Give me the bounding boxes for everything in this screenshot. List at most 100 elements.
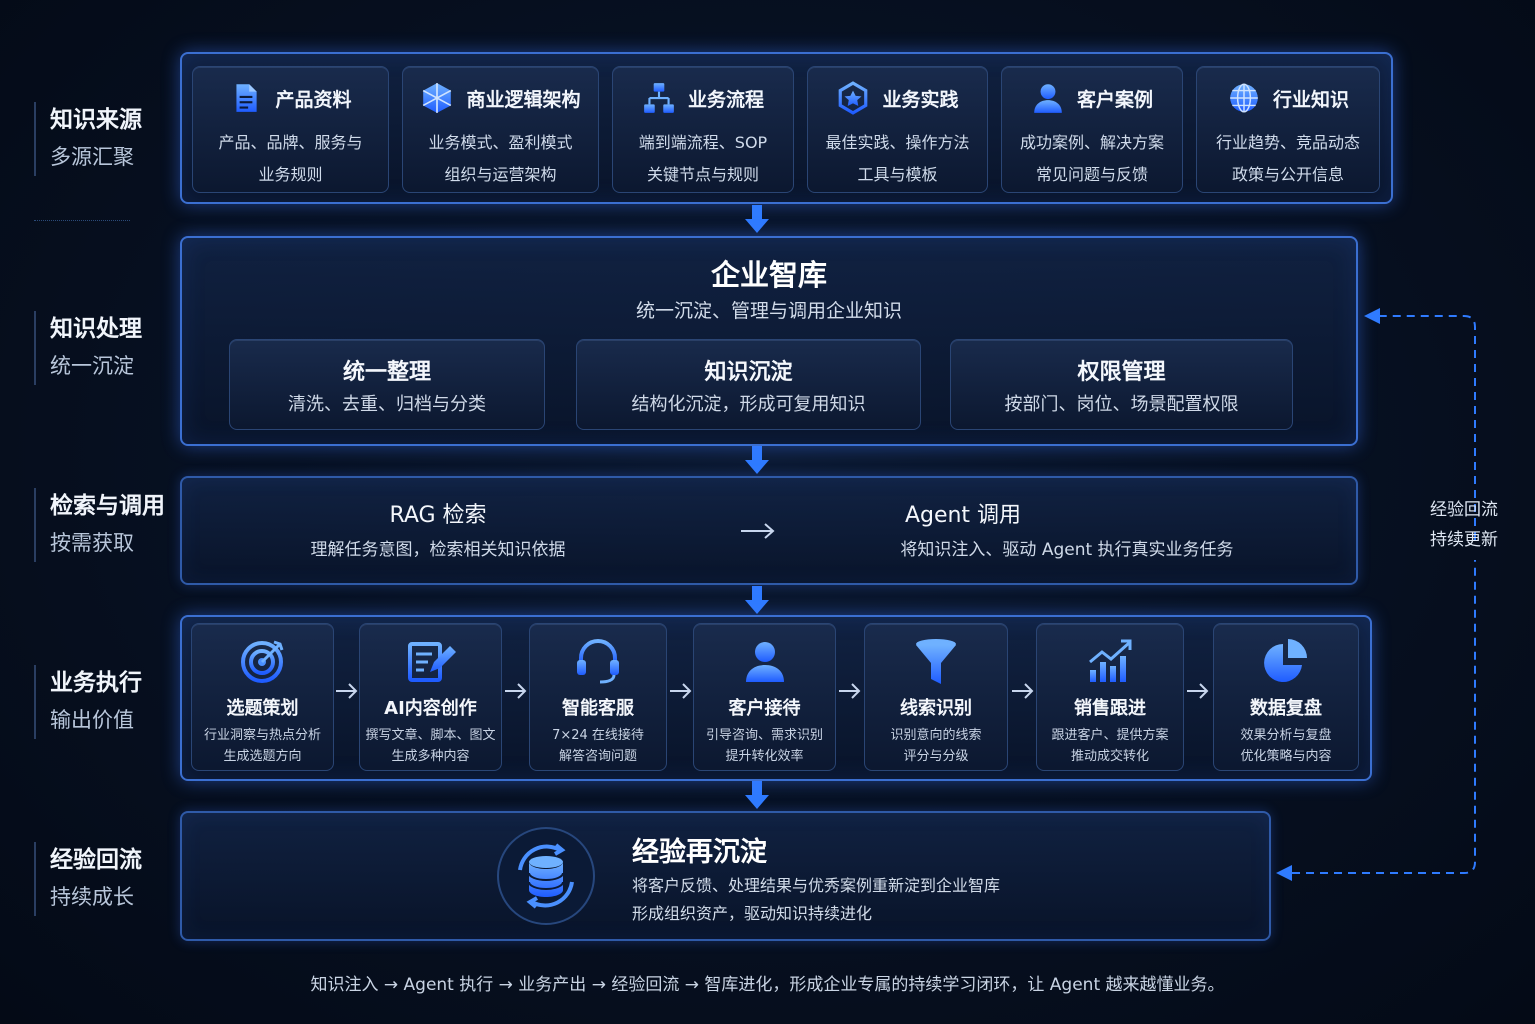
business-title: 数据复盘 xyxy=(1250,698,1322,719)
source-line: 工具与模板 xyxy=(857,165,938,184)
source-card-practice[interactable]: 业务实践 最佳实践、操作方法 工具与模板 xyxy=(807,66,988,193)
sidebar-execute-subtitle: 输出价值 xyxy=(50,708,134,732)
source-card-cases[interactable]: 客户案例 成功案例、解决方案 常见问题与反馈 xyxy=(1001,66,1183,193)
source-title: 业务实践 xyxy=(882,88,959,111)
arrow-right-icon xyxy=(740,522,776,540)
sidebar-feedback: 经验回流 持续成长 xyxy=(34,842,142,916)
business-title: 选题策划 xyxy=(226,698,299,719)
business-card-reception[interactable]: 客户接待 引导咨询、需求识别 提升转化效率 xyxy=(693,623,836,771)
source-line: 业务规则 xyxy=(258,165,323,184)
business-title: 智能客服 xyxy=(562,698,634,719)
source-line: 政策与公开信息 xyxy=(1231,165,1344,184)
business-line: 优化策略与内容 xyxy=(1240,749,1332,764)
knowledge-base-title: 企业智库 xyxy=(710,258,827,292)
sidebar-retrieve-title: 检索与调用 xyxy=(50,493,165,519)
arrow-right-icon xyxy=(1011,682,1035,700)
business-line: 解答咨询问题 xyxy=(558,749,637,764)
source-line: 端到端流程、SOP xyxy=(638,133,768,152)
source-line: 产品、品牌、服务与 xyxy=(218,133,363,152)
business-line: 跟进客户、提供方案 xyxy=(1051,728,1169,743)
business-title: 销售跟进 xyxy=(1074,698,1146,719)
arrow-down-icon xyxy=(744,205,770,233)
experience-line: 形成组织资产，驱动知识持续进化 xyxy=(632,904,873,923)
kb-module-permission[interactable]: 权限管理 按部门、岗位、场景配置权限 xyxy=(950,339,1293,430)
trend-chart-icon xyxy=(1085,636,1135,686)
source-title: 客户案例 xyxy=(1076,88,1153,111)
business-title: 客户接待 xyxy=(728,698,801,719)
person-icon xyxy=(1031,81,1065,115)
pie-chart-icon xyxy=(1261,636,1311,686)
agent-title: Agent 调用 xyxy=(904,503,1022,528)
business-line: 提升转化效率 xyxy=(725,749,804,764)
source-line: 最佳实践、操作方法 xyxy=(825,133,970,152)
target-icon xyxy=(238,636,288,686)
source-line: 常见问题与反馈 xyxy=(1035,165,1148,184)
business-card-leads[interactable]: 线索识别 识别意向的线索 评分与分级 xyxy=(864,623,1008,771)
arrow-down-icon xyxy=(744,446,770,474)
loop-label: 持续更新 xyxy=(1430,530,1498,550)
rag-desc: 理解任务意图，检索相关知识依据 xyxy=(310,540,566,560)
business-card-review[interactable]: 数据复盘 效果分析与复盘 优化策略与内容 xyxy=(1213,623,1359,771)
flowchart-icon xyxy=(642,81,676,115)
arrow-down-icon xyxy=(744,586,770,614)
business-line: 7×24 在线接待 xyxy=(552,728,644,743)
module-title: 权限管理 xyxy=(1077,360,1166,385)
module-desc: 按部门、岗位、场景配置权限 xyxy=(1004,394,1239,415)
source-line: 业务模式、盈利模式 xyxy=(428,133,573,152)
business-card-content[interactable]: AI内容创作 撰写文章、脚本、图文 生成多种内容 xyxy=(359,623,502,771)
sidebar-source: 知识来源 多源汇聚 xyxy=(34,102,142,176)
kb-module-organize[interactable]: 统一整理 清洗、去重、归档与分类 xyxy=(229,339,545,430)
source-title: 商业逻辑架构 xyxy=(466,88,581,111)
arrow-right-icon xyxy=(669,682,693,700)
edit-icon xyxy=(406,636,456,686)
globe-icon xyxy=(1227,81,1261,115)
source-title: 行业知识 xyxy=(1272,88,1349,111)
experience-line: 将客户反馈、处理结果与优秀案例重新淀到企业智库 xyxy=(632,876,1001,895)
business-title: 线索识别 xyxy=(900,698,972,719)
source-card-industry[interactable]: 行业知识 行业趋势、竞品动态 政策与公开信息 xyxy=(1196,66,1380,193)
experience-title: 经验再沉淀 xyxy=(632,837,767,868)
source-card-product[interactable]: 产品资料 产品、品牌、服务与 业务规则 xyxy=(192,66,389,193)
user-icon xyxy=(740,636,790,686)
rag-title: RAG 检索 xyxy=(389,503,487,528)
funnel-icon xyxy=(911,636,961,686)
arrow-right-icon xyxy=(1186,682,1210,700)
agent-desc: 将知识注入、驱动 Agent 执行真实业务任务 xyxy=(900,540,1234,560)
source-line: 成功案例、解决方案 xyxy=(1019,133,1164,152)
business-line: 效果分析与复盘 xyxy=(1240,728,1332,743)
business-line: 生成选题方向 xyxy=(223,749,302,764)
source-card-business-logic[interactable]: 商业逻辑架构 业务模式、盈利模式 组织与运营架构 xyxy=(402,66,599,193)
business-title: AI内容创作 xyxy=(384,698,477,719)
source-line: 行业趋势、竞品动态 xyxy=(1215,133,1360,152)
business-line: 评分与分级 xyxy=(903,749,969,764)
source-line: 关键节点与规则 xyxy=(646,165,759,184)
business-card-service[interactable]: 智能客服 7×24 在线接待 解答咨询问题 xyxy=(529,623,667,771)
business-card-topic[interactable]: 选题策划 行业洞察与热点分析 生成选题方向 xyxy=(191,623,334,771)
loop-label: 经验回流 xyxy=(1430,500,1498,520)
source-title: 产品资料 xyxy=(275,88,352,111)
module-desc: 清洗、去重、归档与分类 xyxy=(288,394,486,415)
business-line: 识别意向的线索 xyxy=(890,728,982,743)
module-title: 统一整理 xyxy=(342,360,431,385)
source-line: 组织与运营架构 xyxy=(444,165,557,184)
module-title: 知识沉淀 xyxy=(704,360,793,385)
business-card-sales[interactable]: 销售跟进 跟进客户、提供方案 推动成交转化 xyxy=(1036,623,1184,771)
sidebar-process-title: 知识处理 xyxy=(50,316,142,342)
sidebar-execute: 业务执行 输出价值 xyxy=(34,665,142,739)
source-card-process[interactable]: 业务流程 端到端流程、SOP 关键节点与规则 xyxy=(612,66,794,193)
business-line: 引导咨询、需求识别 xyxy=(705,728,823,743)
module-desc: 结构化沉淀，形成可复用知识 xyxy=(631,394,866,415)
business-line: 行业洞察与热点分析 xyxy=(203,728,321,743)
business-line: 生成多种内容 xyxy=(391,749,470,764)
badge-icon xyxy=(836,81,870,115)
business-line: 撰写文章、脚本、图文 xyxy=(365,728,496,743)
kb-module-deposit[interactable]: 知识沉淀 结构化沉淀，形成可复用知识 xyxy=(576,339,921,430)
sidebar-execute-title: 业务执行 xyxy=(50,670,142,696)
business-line: 推动成交转化 xyxy=(1070,749,1149,764)
database-sync-icon xyxy=(496,826,596,926)
arrow-down-icon xyxy=(744,781,770,809)
headset-icon xyxy=(573,636,623,686)
sidebar-feedback-title: 经验回流 xyxy=(50,847,142,873)
document-icon xyxy=(229,81,263,115)
sidebar-source-subtitle: 多源汇聚 xyxy=(50,145,134,169)
